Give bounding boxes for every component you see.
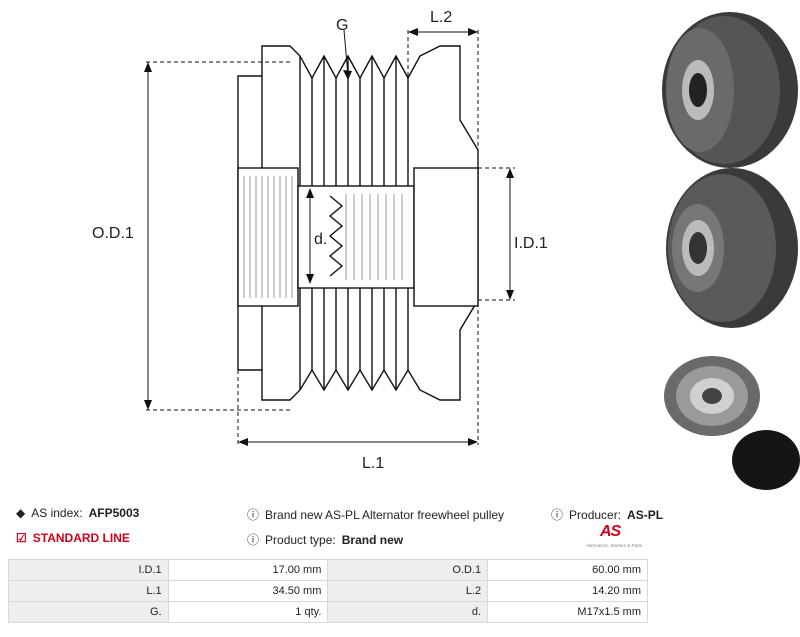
- as-index: ◆ AS index: AFP5003: [16, 506, 139, 520]
- spec-label: O.D.1: [327, 559, 489, 581]
- description-text: Brand new AS-PL Alternator freewheel pul…: [265, 507, 505, 522]
- description: ⓘ Brand new AS-PL Alternator freewheel p…: [247, 506, 504, 523]
- label-g: G: [336, 17, 348, 34]
- spec-value: 1 qty.: [167, 601, 329, 623]
- spec-value: 17.00 mm: [167, 559, 329, 581]
- technical-drawing: G L.2 O.D.1 I.D.1 d. L.1: [92, 9, 800, 490]
- standard-line-label: STANDARD LINE: [32, 531, 130, 545]
- info-icon: ⓘ: [551, 508, 564, 522]
- as-index-label: AS index:: [31, 506, 83, 520]
- as-index-value: AFP5003: [88, 506, 140, 520]
- label-d: d.: [314, 231, 327, 248]
- as-logo: AS Alternators, Starters & Parts: [586, 523, 650, 551]
- spec-label: d.: [327, 601, 489, 623]
- info-icon: ⓘ: [247, 508, 260, 522]
- label-od1: O.D.1: [92, 225, 134, 242]
- spec-label: L.2: [327, 580, 489, 602]
- specs-table: I.D.1 17.00 mm O.D.1 60.00 mm L.1 34.50 …: [8, 559, 648, 623]
- table-row: I.D.1 17.00 mm O.D.1 60.00 mm: [8, 559, 648, 581]
- check-icon: ☑: [16, 531, 27, 545]
- spec-value: 14.20 mm: [487, 580, 648, 602]
- spec-value: M17x1.5 mm: [487, 601, 648, 623]
- product-type-label: Product type:: [265, 532, 336, 547]
- producer: ⓘ Producer: AS-PL: [551, 506, 663, 523]
- table-row: G. 1 qty. d. M17x1.5 mm: [8, 601, 648, 623]
- product-type: ⓘ Product type: Brand new: [247, 531, 403, 548]
- standard-line: ☑ STANDARD LINE: [16, 531, 130, 545]
- label-l1: L.1: [362, 455, 384, 472]
- info-icon: ⓘ: [247, 533, 260, 547]
- spec-label: G.: [8, 601, 169, 623]
- product-photo-pulley-with-cap: [664, 356, 800, 490]
- producer-value: AS-PL: [627, 507, 664, 522]
- table-row: L.1 34.50 mm L.2 14.20 mm: [8, 580, 648, 602]
- logo-text: AS: [600, 523, 621, 540]
- hub-nut: [413, 167, 479, 307]
- bore-thread: [297, 185, 415, 289]
- spec-value: 34.50 mm: [167, 580, 329, 602]
- label-id1: I.D.1: [514, 235, 548, 252]
- producer-label: Producer:: [569, 507, 622, 522]
- spec-value: 60.00 mm: [487, 559, 648, 581]
- spec-label: L.1: [8, 580, 169, 602]
- product-photo-pulley-rear: [666, 168, 798, 328]
- label-l2: L.2: [430, 9, 452, 26]
- product-type-value: Brand new: [341, 532, 404, 547]
- logo-subtext: Alternators, Starters & Parts: [586, 543, 643, 548]
- spec-label: I.D.1: [8, 559, 169, 581]
- tag-icon: ◆: [16, 506, 26, 520]
- product-photo-pulley-front: [662, 12, 798, 168]
